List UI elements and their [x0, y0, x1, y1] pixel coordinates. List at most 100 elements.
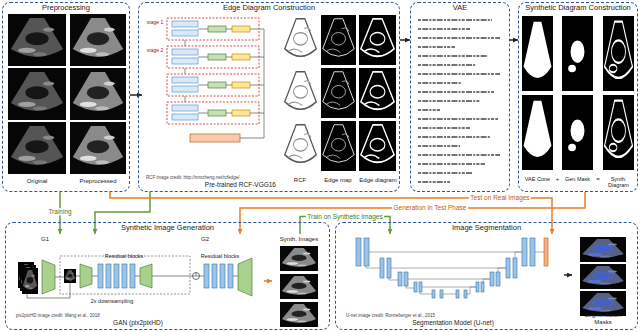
part-label: 2x downsampling: [84, 298, 140, 304]
illustration-shape: [208, 82, 226, 88]
illustration-shape: [481, 282, 484, 292]
illustration-shape: [208, 110, 226, 116]
illustration-shape: [418, 110, 500, 182]
panel-title: Edge Diagram Construction: [142, 4, 396, 13]
illustration-shape: [280, 302, 318, 327]
module-caption: Segmentation Model (U-net): [346, 319, 560, 326]
illustration-shape: [198, 85, 264, 86]
stage-panel: Image SegmentationU-net image credit: Ro…: [335, 222, 638, 330]
label-holder: Preprocessed: [69, 178, 127, 185]
illustration-shape: [208, 54, 226, 60]
illustration-shape: [506, 258, 510, 278]
illustration-shape: [580, 264, 626, 289]
illustration-shape: [398, 272, 402, 286]
illustration-shape: [513, 258, 517, 278]
illustration-shape: [359, 121, 396, 171]
part-label: Original: [12, 178, 62, 185]
illustration-shape: [490, 272, 494, 286]
module-box: RCF image credit: http://mmcheng.net/rcf…: [142, 12, 280, 190]
illustration-shape: [8, 14, 66, 66]
illustration-shape: [238, 258, 252, 296]
part-label: Gen Mask: [562, 176, 594, 182]
illustration-shape: [106, 264, 111, 288]
label-holder: =: [594, 176, 602, 183]
illustration-shape: [130, 264, 135, 288]
illustration-shape: [418, 20, 500, 101]
illustration-shape: [167, 74, 259, 96]
illustration-shape: [321, 68, 356, 118]
stage-panel: Edge Diagram ConstructionRCF image credi…: [138, 2, 400, 192]
illustration-shape: [366, 266, 432, 294]
illustration-shape: [232, 82, 250, 88]
illustration-shape: [212, 264, 217, 288]
label-holder: 2x downsampling: [84, 298, 140, 304]
illustration-shape: [432, 290, 435, 298]
edge-label: Training: [47, 208, 73, 215]
illustration-shape: [42, 260, 55, 294]
module-box: Segmentation Masks: [572, 234, 634, 328]
stage-label: stage 1: [144, 20, 166, 26]
illustration-shape: [70, 122, 126, 174]
illustration-shape: [167, 18, 259, 40]
illustration-shape: [356, 238, 361, 266]
illustration-shape: [8, 122, 66, 174]
illustration-shape: [55, 276, 238, 277]
part-label: RCF: [283, 177, 317, 184]
illustration-shape: [22, 268, 38, 294]
illustration-shape: [380, 258, 384, 278]
image-caption: Segmentation Masks: [576, 312, 630, 326]
part-label: VAE Cone: [522, 176, 554, 182]
illustration-shape: [387, 258, 391, 278]
edge-label: Test on Real Images: [469, 194, 531, 201]
part-label: Edge map: [319, 177, 357, 184]
stage-label: stage 2: [144, 48, 166, 54]
illustration-shape: [167, 46, 259, 68]
illustration-shape: [280, 246, 318, 271]
illustration-shape: [404, 272, 408, 286]
illustration-shape: [321, 15, 356, 65]
illustration-shape: [283, 121, 318, 171]
label-holder: Edge diagram: [358, 177, 398, 184]
edge-label-holder: Train on Synthetic Images: [306, 213, 384, 220]
illustration-shape: [60, 256, 190, 294]
label-holder: stage 1: [144, 20, 166, 26]
label-holder: Edge map: [319, 177, 357, 184]
illustration-shape: [580, 237, 626, 262]
illustration-shape: [562, 95, 593, 170]
illustration-shape: [419, 282, 422, 292]
module-caption: GAN (pix2pixHD): [16, 319, 260, 326]
flow-arrow: [264, 280, 272, 282]
flow-arrow: [510, 39, 518, 41]
illustration-shape: [359, 68, 396, 118]
edge-label: Train on Synthetic Images: [306, 213, 384, 220]
illustration-shape: [80, 264, 92, 288]
label-holder: +: [554, 176, 562, 183]
illustration-shape: [172, 21, 198, 27]
illustration-shape: [530, 238, 535, 266]
part-label: Residual blocks: [96, 253, 152, 259]
part-label: Synth. Diagram: [602, 176, 636, 188]
illustration-shape: [198, 57, 264, 58]
illustration-shape: [193, 273, 200, 277]
illustration-shape: [114, 264, 119, 288]
illustration-shape: [185, 29, 264, 138]
illustration-shape: [496, 272, 500, 286]
illustration-shape: [359, 15, 396, 65]
flow-arrow: [130, 94, 142, 96]
illustration-shape: [240, 29, 264, 138]
illustration-shape: [122, 264, 127, 288]
illustration-shape: [198, 29, 264, 30]
panel-title: Preprocessing: [6, 4, 126, 13]
illustration-shape: [522, 16, 553, 91]
illustration-shape: [70, 68, 126, 120]
illustration-shape: [172, 86, 198, 92]
illustration-shape: [440, 290, 443, 298]
label-holder: stage 2: [144, 48, 166, 54]
illustration-shape: [456, 290, 459, 298]
illustration-shape: [321, 121, 356, 171]
illustration-shape: [414, 282, 417, 292]
